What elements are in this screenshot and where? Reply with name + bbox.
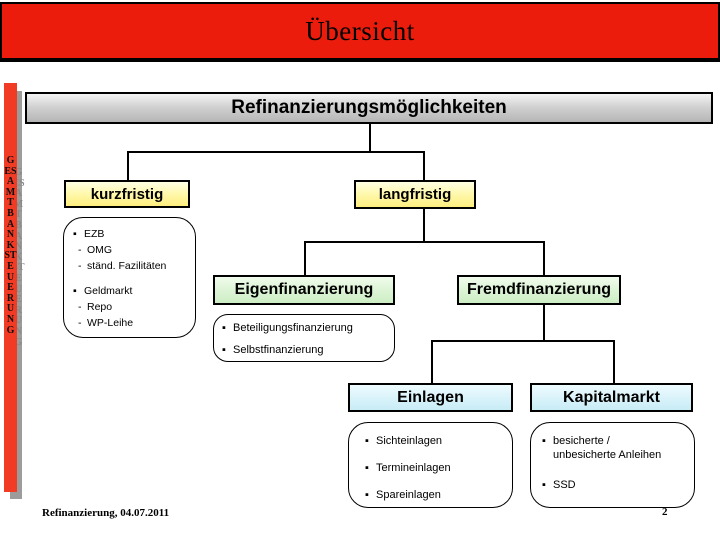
bullet-icon: ▪ (542, 479, 546, 491)
connector-fremd-down (543, 304, 545, 342)
bullet-icon: ▪ (542, 435, 546, 447)
bullet-icon: ▪ (365, 435, 369, 447)
eigenfinanzierung-detail-box: ▪ Beteiligungsfinanzierung ▪ Selbstfinan… (213, 314, 395, 362)
node-einlagen: Einlagen (348, 383, 513, 412)
bullet-icon: ▪ (222, 344, 226, 356)
footer-text: Refinanzierung, 04.07.2011 (42, 507, 170, 519)
list-item-text: WP-Leihe (87, 317, 134, 329)
side-banner-text: GESAMTBANKSTEUERUNG (4, 155, 17, 336)
list-item-text: Spareinlagen (376, 489, 441, 501)
list-item: ▪ EZB (73, 226, 191, 242)
dash-icon: - (78, 244, 82, 256)
connector-to-kapitalmarkt (613, 340, 615, 383)
bullet-icon: ▪ (365, 489, 369, 501)
einlagen-detail-box: ▪ Sichteinlagen ▪ Termineinlagen ▪ Spare… (348, 422, 513, 508)
connector-root-down (369, 124, 371, 152)
list-item-text: Termineinlagen (376, 462, 451, 474)
list-item: - ständ. Fazilitäten (78, 258, 191, 274)
list-item-text: SSD (553, 479, 576, 491)
side-banner-bar (4, 83, 17, 492)
page-number: 2 (662, 506, 668, 518)
node-eigenfinanzierung-label: Eigenfinanzierung (234, 281, 374, 298)
list-item-text: Repo (87, 301, 113, 313)
connector-to-fremdfinanzierung (543, 241, 545, 275)
list-item: - WP-Leihe (78, 315, 191, 331)
bullet-icon: ▪ (365, 462, 369, 474)
node-kurzfristig-label: kurzfristig (90, 185, 164, 203)
node-root-label: Refinanzierungsmöglichkeiten (231, 97, 507, 118)
connector-to-langfristig (423, 151, 425, 180)
connector-to-kurzfristig (127, 151, 129, 180)
list-item-text: Geldmarkt (84, 285, 133, 297)
node-kapitalmarkt: Kapitalmarkt (530, 383, 693, 412)
node-kapitalmarkt-label: Kapitalmarkt (563, 388, 660, 406)
bullet-icon: ▪ (222, 322, 226, 334)
list-item-text: Beteiligungsfinanzierung (233, 322, 353, 334)
list-item-text: OMG (87, 244, 113, 256)
list-item-text: EZB (84, 228, 105, 240)
list-item-text: Sichteinlagen (376, 435, 443, 447)
node-eigenfinanzierung: Eigenfinanzierung (213, 275, 395, 305)
list-item: - OMG (78, 242, 191, 258)
connector-level3-horizontal (431, 340, 615, 342)
kurzfristig-detail-box: ▪ EZB - OMG - ständ. Fazilitäten ▪ Geldm… (63, 217, 196, 338)
connector-to-eigenfinanzierung (304, 241, 306, 275)
node-fremdfinanzierung: Fremdfinanzierung (457, 275, 621, 305)
node-langfristig-label: langfristig (378, 186, 452, 203)
list-item: ▪ Termineinlagen (365, 461, 508, 475)
node-langfristig: langfristig (354, 180, 476, 209)
list-item-text: Selbstfinanzierung (233, 344, 324, 356)
connector-level2-horizontal (304, 241, 545, 243)
list-item: ▪ Spareinlagen (365, 488, 508, 502)
list-item: ▪ besicherte / unbesicherte Anleihen (542, 434, 690, 462)
list-item-text: besicherte / unbesicherte Anleihen (553, 435, 662, 461)
list-item: ▪ Selbstfinanzierung (222, 343, 390, 357)
dash-icon: - (78, 260, 82, 272)
list-item: ▪ Sichteinlagen (365, 434, 508, 448)
list-item: ▪ Beteiligungsfinanzierung (222, 321, 390, 335)
slide-title: Übersicht (305, 15, 415, 46)
node-kurzfristig: kurzfristig (64, 180, 190, 208)
slide-header-bar: Übersicht (0, 2, 720, 62)
dash-icon: - (78, 301, 82, 313)
node-einlagen-label: Einlagen (397, 388, 464, 406)
bullet-icon: ▪ (73, 228, 77, 240)
list-item: - Repo (78, 299, 191, 315)
connector-langfristig-down (423, 209, 425, 242)
bullet-icon: ▪ (73, 285, 77, 297)
dash-icon: - (78, 317, 82, 329)
connector-to-einlagen (431, 340, 433, 383)
list-item: ▪ Geldmarkt (73, 283, 191, 299)
side-banner-shadow-text: GESAMTBANKSTEUERUNG (12, 167, 25, 348)
list-item: ▪ SSD (542, 478, 690, 492)
node-refinanzierungsmoeglichkeiten: Refinanzierungsmöglichkeiten (25, 92, 713, 124)
connector-level1-horizontal (127, 151, 425, 153)
kapitalmarkt-detail-box: ▪ besicherte / unbesicherte Anleihen ▪ S… (530, 422, 695, 508)
node-fremdfinanzierung-label: Fremdfinanzierung (466, 281, 611, 298)
list-item-text: ständ. Fazilitäten (87, 260, 167, 272)
